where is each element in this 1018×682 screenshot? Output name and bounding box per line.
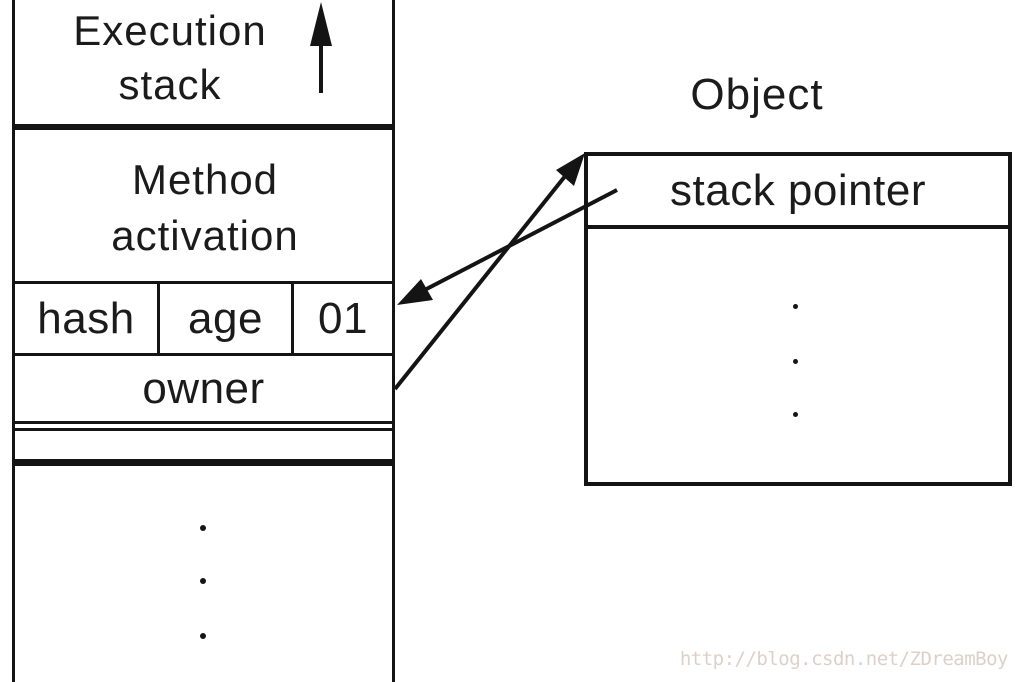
owner-field: owner (142, 363, 265, 413)
object-ellipsis-dot (793, 304, 798, 309)
stack-thick-separator-top (12, 124, 395, 130)
stack-ellipsis-dot (200, 633, 206, 639)
lock-bits-field: 01 (318, 293, 368, 343)
execution-stack-title: Execution stack (73, 7, 267, 108)
hash-age-divider (157, 284, 160, 353)
object-ellipsis-dot (793, 359, 798, 364)
header-row-bottom-line (12, 353, 395, 356)
header-row-top-line (12, 281, 395, 284)
stack-growth-up-arrow-icon (310, 2, 332, 93)
method-activation-label: Method activation (111, 156, 299, 259)
object-ellipsis-dot (793, 412, 798, 417)
age-tag-divider (291, 284, 294, 353)
object-box: stack pointer (584, 152, 1012, 486)
stack-pointer-field: stack pointer (588, 156, 1008, 229)
age-field: age (188, 293, 263, 343)
hash-field: hash (37, 293, 135, 343)
stack-thick-separator-bottom (12, 459, 395, 466)
stack-left-edge (12, 0, 15, 682)
stack-ellipsis-dot (200, 578, 206, 584)
watermark-url: http://blog.csdn.net/ZDreamBoy (679, 648, 1009, 670)
stack-right-edge (392, 0, 395, 682)
owner-row-bottom-line (12, 421, 395, 424)
object-title: Object (690, 70, 824, 119)
owner-to-object-arrow-icon (393, 153, 585, 391)
stack-ellipsis-dot (200, 525, 206, 531)
empty-row-top-line (12, 428, 395, 431)
